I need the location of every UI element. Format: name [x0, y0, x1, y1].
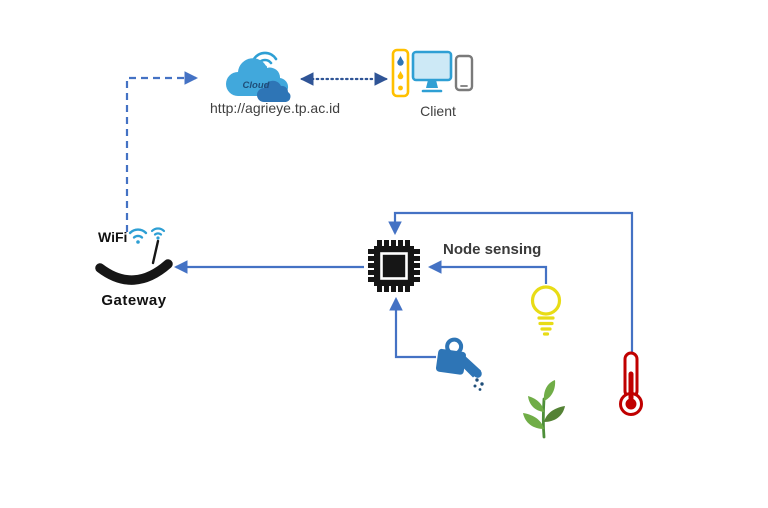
plant-icon [523, 380, 565, 439]
client-label: Client [420, 103, 456, 119]
monitor-icon [411, 50, 453, 93]
antenna-icon [151, 239, 160, 265]
arrow-lightbulb-to-node [427, 260, 548, 284]
gateway-label: Gateway [101, 292, 167, 309]
cloud-icon: Cloud [226, 51, 291, 102]
watering-can-group [430, 334, 488, 392]
antenna-signal-icon [150, 227, 166, 240]
router-icon [95, 259, 173, 285]
arrow-thermometer-to-node [388, 211, 634, 352]
client-group: Client [391, 48, 475, 120]
water-droplet-icon [475, 378, 479, 382]
arrow-gateway-to-cloud [125, 71, 199, 232]
cloud-label: Cloud [243, 80, 270, 91]
cloud-signal-icon [252, 51, 278, 61]
node-group [367, 239, 421, 293]
thermometer-icon [619, 351, 643, 416]
plant-group [517, 377, 571, 439]
wifi-signal-icon [128, 228, 148, 244]
microchip-icon [368, 240, 420, 292]
node-sensing-label: Node sensing [443, 241, 542, 258]
watering-can-icon [435, 337, 484, 391]
sensor-device-icon [391, 48, 410, 98]
cloud-group: Cloud [218, 44, 298, 104]
lightbulb-icon [530, 285, 562, 336]
thermometer-group [616, 350, 646, 418]
lightbulb-group [527, 283, 565, 343]
smartphone-icon [454, 54, 474, 92]
cloud-url-label: http://agrieye.tp.ac.id [210, 100, 340, 116]
wifi-label: WiFi [98, 229, 128, 245]
gateway-group: WiFi Gateway [92, 222, 176, 314]
